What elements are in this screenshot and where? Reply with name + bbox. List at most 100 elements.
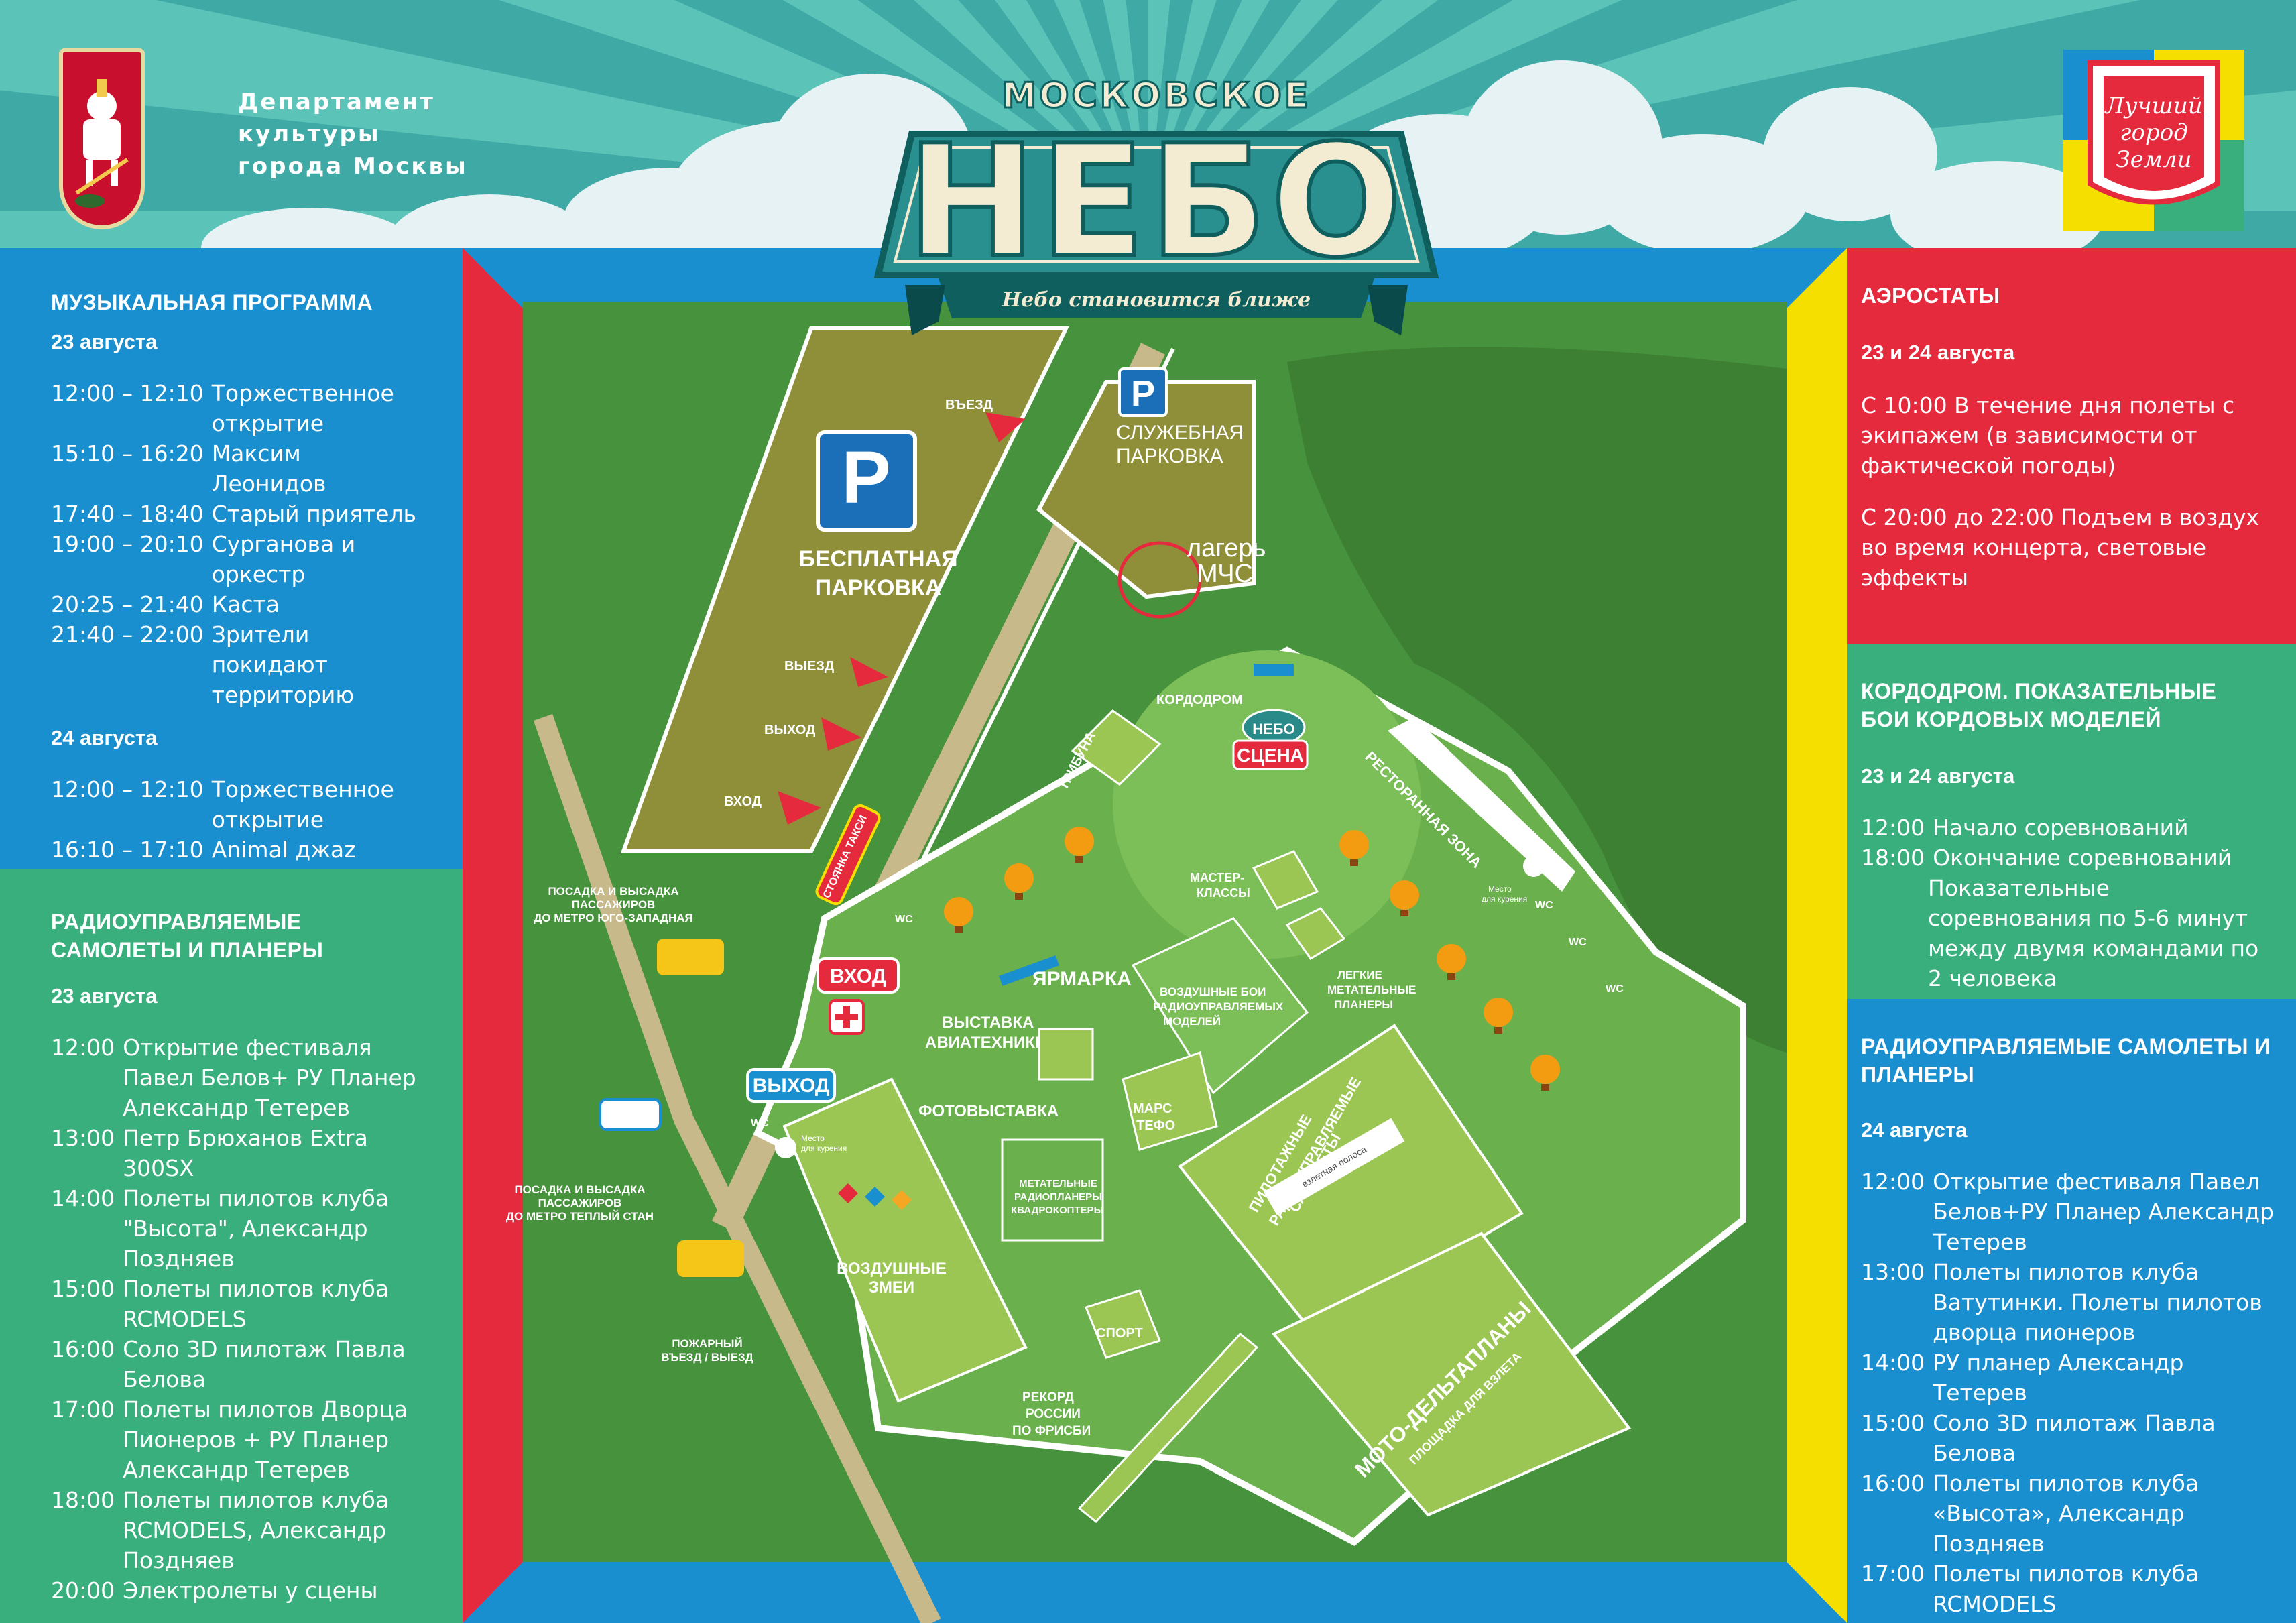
schedule-time: 16:00 [1861, 1470, 1925, 1496]
kordodrom-date: 23 и 24 августа [1861, 764, 2015, 788]
sport-field [1085, 1289, 1161, 1359]
kordodrom-title: КОРДОДРОМ. ПОКАЗАТЕЛЬНЫЕ БОИ КОРДОВЫХ МО… [1861, 679, 2217, 731]
rc-planes-day2-panel: РАДИОУПРАВЛЯЕМЫЕ САМОЛЕТЫ И ПЛАНЕРЫ 24 а… [1844, 999, 2296, 1623]
stage-lawn [1113, 650, 1421, 959]
kite-icon-3 [892, 1190, 912, 1210]
festival-map: P БЕСПЛАТНАЯ ПАРКОВКА ВЪЕЗД ВЫЕЗД ВЫХОД … [463, 248, 1847, 1623]
service-parking-label-1: СЛУЖЕБНАЯ [1116, 422, 1244, 444]
balloons-evening: С 20:00 до 22:00 Подъем в воздух во врем… [1861, 504, 2260, 591]
exit-walk-label: ВЫХОД [764, 723, 815, 737]
entrance-sign[interactable] [817, 957, 900, 994]
balloon-icon [1390, 880, 1419, 916]
wc-label-5: WC [1606, 983, 1624, 995]
light-planes-label-1: ЛЕГКИЕ [1337, 969, 1382, 981]
schedule-time: 12:00 [1861, 1168, 1925, 1195]
restaurant-strip [1388, 717, 1575, 892]
rc-day2-title: РАДИОУПРАВЛЯЕМЫЕ САМОЛЕТЫ И ПЛАНЕРЫ [1861, 1034, 2271, 1087]
frisbee-label-2: РОССИИ [1026, 1407, 1081, 1421]
rc-day1-title: РАДИОУПРАВЛЯЕМЫЕ САМОЛЕТЫ И ПЛАНЕРЫ [51, 910, 324, 962]
balloons-date: 23 и 24 августа [1861, 341, 2015, 364]
drones-field [1001, 1138, 1104, 1242]
air-battles-field [1131, 917, 1309, 1095]
mchs-camp-label-2: МЧС [1197, 560, 1253, 588]
smoking-label-1: Место [801, 1134, 825, 1143]
schedule-time: 18:00 [51, 1487, 115, 1513]
smoking-label-3: Место [1488, 884, 1512, 894]
schedule-event: Полеты пилотов клуба RCMODELS [1933, 1561, 2199, 1617]
light-planes-label-3: ПЛАНЕРЫ [1334, 998, 1393, 1011]
balloon-icon [1530, 1055, 1560, 1091]
department-title: Департамент культуры города Москвы [238, 86, 506, 182]
fire-access-label-2: ВЪЕЗД / ВЫЕЗД [661, 1351, 753, 1364]
kordodrom-label: КОРДОДРОМ [1156, 693, 1243, 707]
kite-icon-1 [838, 1183, 858, 1203]
schedule-event: Показательные соревнования по 5-6 минут … [1928, 875, 2259, 991]
light-planes-field [1285, 907, 1346, 961]
motodeltaplanes-field [1271, 1231, 1632, 1517]
runway-strip [1263, 1118, 1405, 1215]
best-city-logo: Лучший город Земли [2063, 50, 2244, 231]
photo-expo-label: ФОТОВЫСТАВКА [918, 1102, 1059, 1120]
dropoff2-label-1: ПОСАДКА И ВЫСАДКА [514, 1183, 645, 1196]
exit-sign[interactable] [746, 1068, 836, 1103]
schedule-event: РУ планер Александр Тетерев [1933, 1349, 2184, 1406]
schedule-row: 16:00 Соло 3D пилотаж Павла Белова [51, 1334, 429, 1394]
moscow-coat-of-arms-icon [59, 48, 145, 229]
balloons-title: АЭРОСТАТЫ [1861, 284, 2000, 308]
frisbee-label-3: ПО ФРИСБИ [1012, 1424, 1091, 1438]
kites-field [782, 1077, 1028, 1403]
balloon-icons [944, 827, 1560, 1091]
schedule-event: Соло 3D пилотаж Павла Белова [123, 1336, 406, 1392]
wc-label-3: WC [1535, 900, 1553, 911]
air-battles-label-2: РАДИОУПРАВЛЯЕМЫХ [1153, 1000, 1284, 1013]
frame-left-side [463, 248, 523, 1623]
schedule-event: Электролеты у сцены [123, 1577, 378, 1604]
logo-main-text: НЕБО [907, 113, 1406, 292]
service-parking-label-2: ПАРКОВКА [1116, 445, 1223, 467]
schedule-event: Полеты пилотов клуба "Высота", Александр… [123, 1185, 389, 1272]
sport-label: СПОРТ [1096, 1326, 1143, 1341]
logo-top-text: МОСКОВСКОЕ [1002, 76, 1311, 116]
mars-tefo-label-2: ТЕФО [1136, 1118, 1175, 1133]
schedule-time: 20:00 [51, 1577, 115, 1604]
mchs-camp-track [1117, 541, 1202, 619]
schedule-event: Animal джаz [211, 837, 356, 863]
schedule-time: 16:00 [51, 1336, 115, 1362]
exit-road-arrow [850, 657, 888, 687]
schedule-time: 14:00 [1861, 1349, 1925, 1376]
frisbee-field [1077, 1332, 1259, 1524]
schedule-row: 20:00 Электролеты у сцены [51, 1575, 429, 1606]
schedule-time: 15:00 [1861, 1410, 1925, 1436]
entry-road-arrow [985, 412, 1026, 442]
exit-road-label: ВЫЕЗД [784, 659, 834, 674]
schedule-event: Торжественное открытие [211, 380, 394, 436]
free-parking-area [620, 326, 1069, 853]
entrance-walk-arrow [778, 791, 821, 825]
music-program-title: МУЗЫКАЛЬНАЯ ПРОГРАММА [51, 290, 373, 314]
exit-walk-arrow [821, 717, 861, 751]
balloon-icon [1065, 827, 1094, 863]
schedule-time: 19:00 – 20:10 [51, 531, 204, 557]
balloon-icon [1004, 863, 1034, 900]
schedule-event: Каста [211, 591, 280, 617]
drones-label-1: МЕТАТЕЛЬНЫЕ [1019, 1178, 1097, 1189]
department-line-2: культуры [238, 121, 381, 147]
masterclass-label-1: МАСТЕР- [1190, 871, 1244, 884]
schedule-time: 12:00 – 12:10 [51, 776, 204, 802]
kites-label-1: ВОЗДУШНЫЕ [837, 1260, 947, 1278]
drones-label-2: РАДИОПЛАНЕРЫ [1014, 1191, 1102, 1203]
shuttle-van-icon-2 [677, 1240, 744, 1277]
